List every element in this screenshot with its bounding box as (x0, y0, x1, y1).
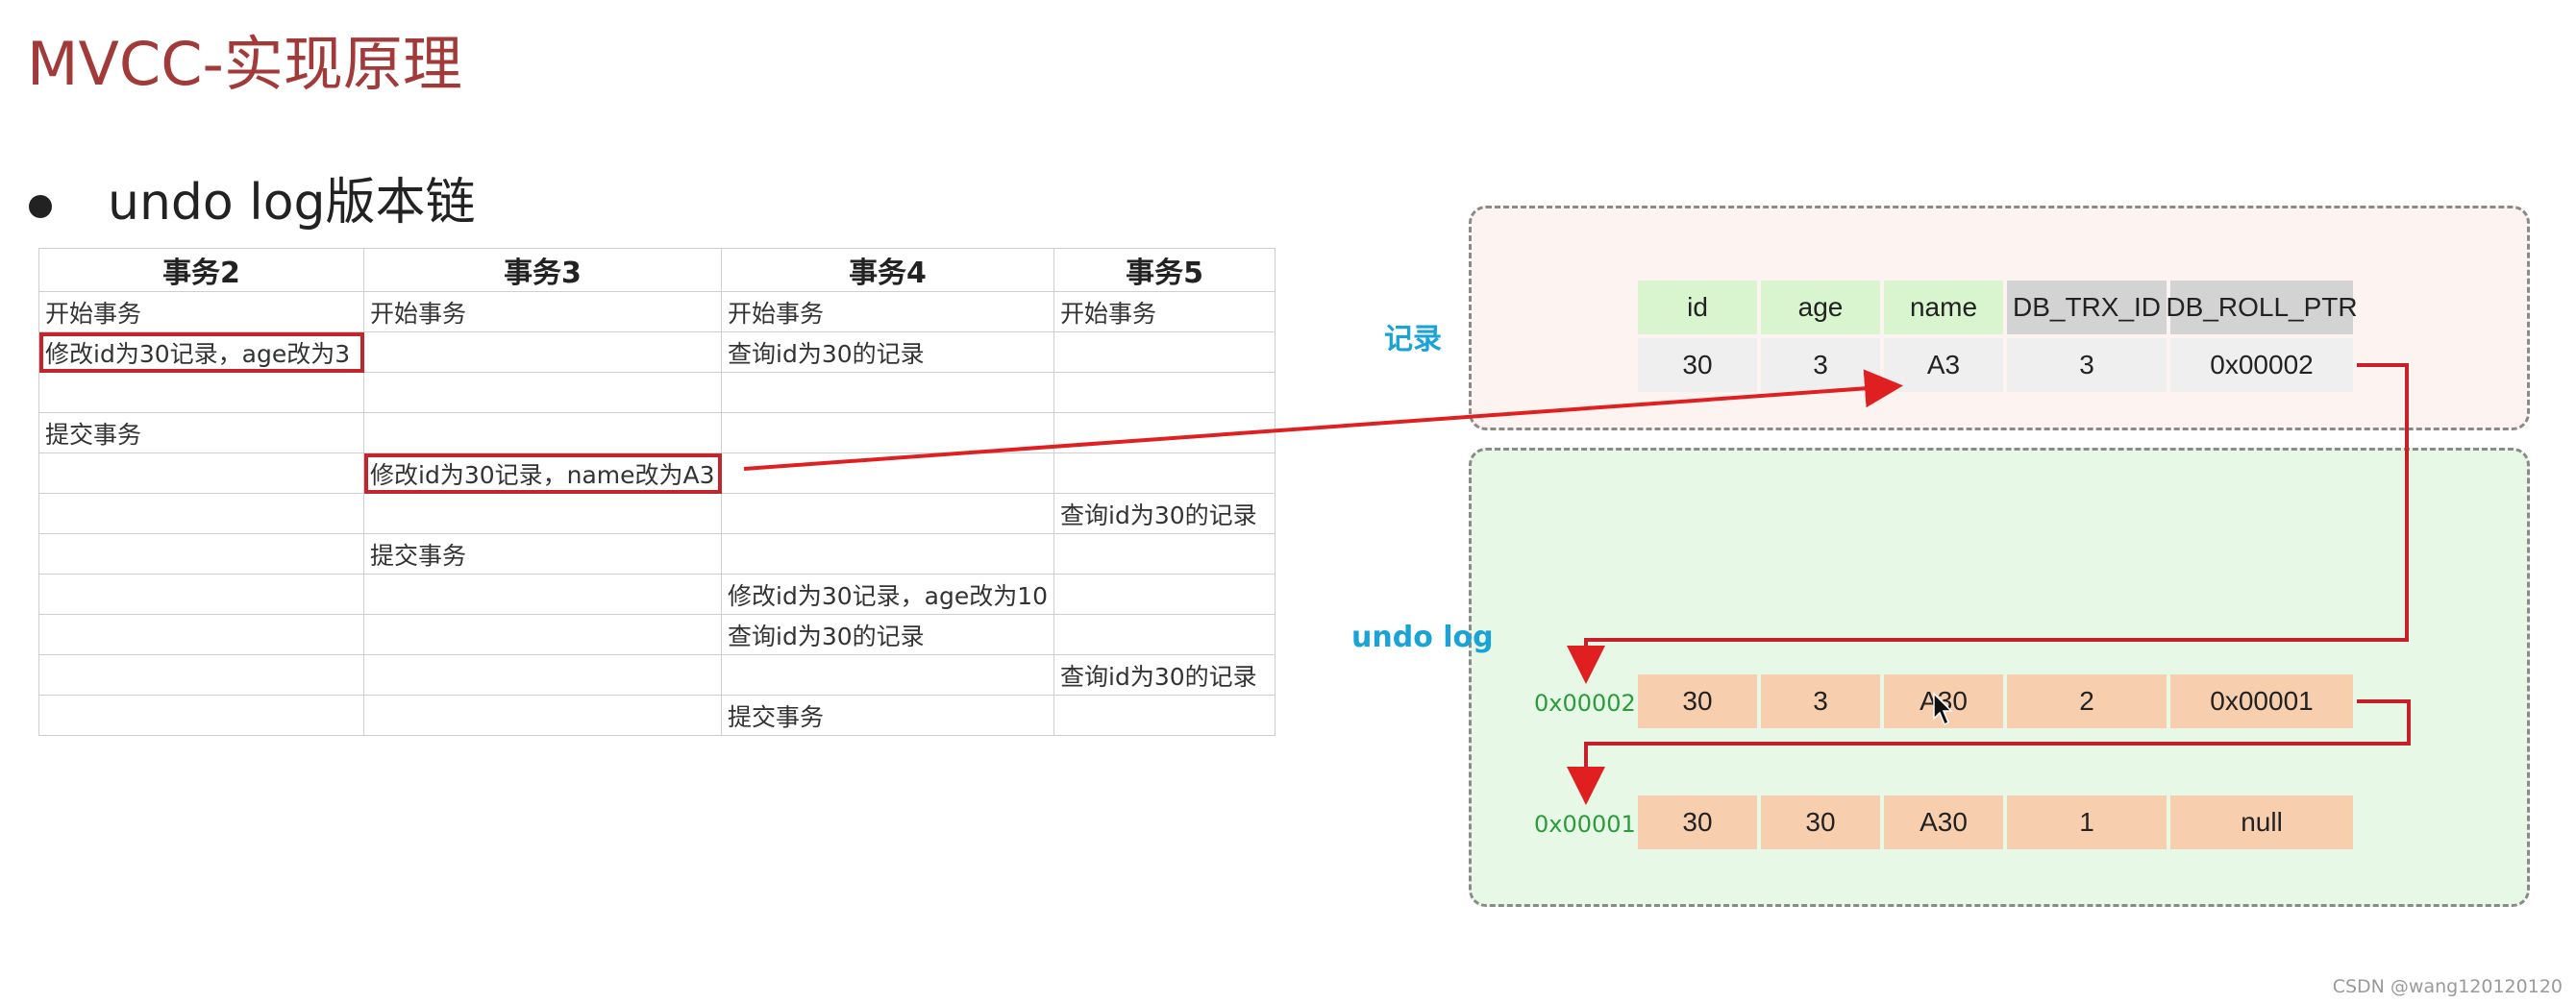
table-cell (363, 574, 722, 615)
table-cell (38, 493, 364, 534)
column-header: 事务4 (720, 248, 1055, 292)
table-cell: 开始事务 (38, 291, 364, 332)
undo-log-label: undo log (1351, 621, 1494, 654)
table-cell (38, 372, 364, 413)
bullet-dot-icon (29, 195, 52, 218)
table-cell: 提交事务 (720, 695, 1055, 736)
record-header-cell: id (1638, 281, 1757, 334)
undo-value-cell: 30 (1761, 795, 1880, 849)
record-header-cell: DB_ROLL_PTR (2166, 281, 2358, 334)
record-label: 记录 (1384, 323, 1442, 356)
table-row: 提交事务 (38, 695, 1276, 736)
table-row: 提交事务 (38, 533, 1276, 575)
table-cell (1053, 574, 1276, 615)
table-cell (1053, 372, 1276, 413)
table-cell (1053, 331, 1276, 373)
table-cell (1053, 533, 1276, 575)
table-cell (363, 331, 722, 373)
undo-log-row: 30 30 A30 1 null (1638, 795, 2353, 849)
bullet-heading: undo log版本链 (108, 174, 476, 232)
table-row: 修改id为30记录，name改为A3 (38, 453, 1276, 494)
table-cell: 开始事务 (363, 291, 722, 332)
undo-value-cell: A30 (1884, 674, 2003, 728)
table-cell: 查询id为30的记录 (720, 331, 1055, 373)
table-row: 修改id为30记录，age改为10 (38, 574, 1276, 615)
record-header-cell: age (1761, 281, 1880, 334)
record-value-cell: 30 (1638, 338, 1757, 392)
undo-address-label: 0x00002 (1534, 690, 1636, 717)
table-cell (1053, 453, 1276, 494)
record-value-row: 30 3 A3 3 0x00002 (1638, 338, 2353, 392)
record-value-cell: 3 (2007, 338, 2167, 392)
transaction-table: 事务2 事务3 事务4 事务5 开始事务 开始事务 开始事务 开始事务 修改id… (38, 248, 1276, 736)
table-row: 查询id为30的记录 (38, 493, 1276, 534)
record-header-cell: name (1884, 281, 2003, 334)
table-cell: 查询id为30的记录 (1053, 493, 1276, 534)
table-header-row: 事务2 事务3 事务4 事务5 (38, 248, 1276, 292)
table-row: 修改id为30记录，age改为3 查询id为30的记录 (38, 331, 1276, 373)
table-cell (38, 533, 364, 575)
undo-value-cell: 0x00001 (2170, 674, 2353, 728)
table-cell (363, 614, 722, 655)
table-cell (38, 695, 364, 736)
table-cell: 提交事务 (38, 412, 364, 453)
undo-value-cell: A30 (1884, 795, 2003, 849)
table-row (38, 372, 1276, 413)
table-cell (363, 654, 722, 696)
undo-log-row: 30 3 A30 2 0x00001 (1638, 674, 2353, 728)
table-cell (38, 453, 364, 494)
table-cell (363, 695, 722, 736)
record-value-cell: 0x00002 (2170, 338, 2353, 392)
record-value-cell: A3 (1884, 338, 2003, 392)
table-row: 查询id为30的记录 (38, 654, 1276, 696)
table-cell (720, 533, 1055, 575)
table-cell (363, 493, 722, 534)
column-header: 事务5 (1053, 248, 1276, 292)
table-cell (38, 654, 364, 696)
table-cell (720, 493, 1055, 534)
undo-value-cell: 3 (1761, 674, 1880, 728)
highlighted-cell: 修改id为30记录，name改为A3 (363, 453, 722, 494)
table-cell (1053, 695, 1276, 736)
table-cell (720, 453, 1055, 494)
undo-address-label: 0x00001 (1534, 811, 1636, 838)
undo-value-cell: 2 (2007, 674, 2167, 728)
table-cell: 查询id为30的记录 (720, 614, 1055, 655)
table-cell: 修改id为30记录，age改为10 (720, 574, 1055, 615)
table-row: 开始事务 开始事务 开始事务 开始事务 (38, 291, 1276, 332)
undo-value-cell: 1 (2007, 795, 2167, 849)
table-cell (720, 654, 1055, 696)
table-cell: 开始事务 (720, 291, 1055, 332)
watermark: CSDN @wang120120120 (2332, 976, 2563, 997)
table-cell: 开始事务 (1053, 291, 1276, 332)
record-value-cell: 3 (1761, 338, 1880, 392)
undo-value-cell: null (2170, 795, 2353, 849)
highlighted-cell: 修改id为30记录，age改为3 (38, 331, 364, 373)
table-cell (38, 574, 364, 615)
table-cell (363, 412, 722, 453)
table-cell (363, 372, 722, 413)
table-cell (720, 412, 1055, 453)
table-cell: 提交事务 (363, 533, 722, 575)
record-header-cell: DB_TRX_ID (2007, 281, 2167, 334)
slide-title: MVCC-实现原理 (27, 29, 462, 99)
column-header: 事务3 (363, 248, 722, 292)
table-cell: 查询id为30的记录 (1053, 654, 1276, 696)
table-cell (720, 372, 1055, 413)
table-cell (38, 614, 364, 655)
column-header: 事务2 (38, 248, 364, 292)
table-cell (1053, 614, 1276, 655)
undo-value-cell: 30 (1638, 795, 1757, 849)
table-cell (1053, 412, 1276, 453)
table-row: 提交事务 (38, 412, 1276, 453)
record-header-row: id age name DB_TRX_ID DB_ROLL_PTR (1638, 281, 2358, 334)
table-row: 查询id为30的记录 (38, 614, 1276, 655)
undo-value-cell: 30 (1638, 674, 1757, 728)
